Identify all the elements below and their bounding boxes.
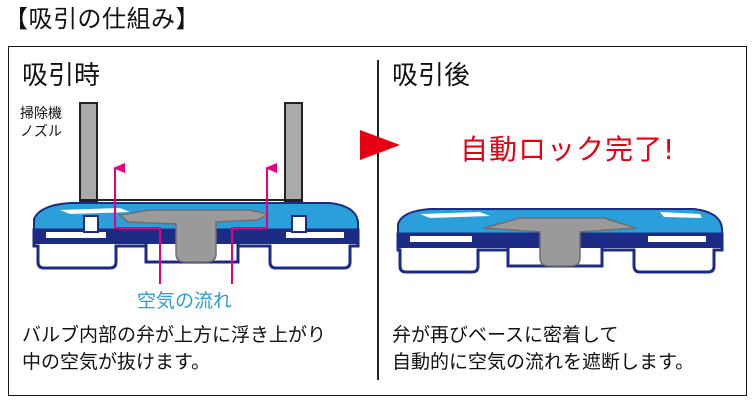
diagram-frame bbox=[8, 46, 747, 396]
right-description-line-2: 自動的に空気の流れを遮断します。 bbox=[392, 351, 695, 373]
air-flow-label: 空気の流れ bbox=[135, 286, 235, 313]
left-description-line-1: バルブ内部の弁が上方に浮き上がり bbox=[22, 324, 327, 346]
panel-divider bbox=[377, 60, 379, 380]
nozzle-label-line-2: ノズル bbox=[20, 124, 62, 140]
right-description-line-1: 弁が再びベースに密着して bbox=[392, 324, 619, 346]
air-flow-arrows bbox=[113, 163, 277, 284]
right-description: 弁が再びベースに密着して 自動的に空気の流れを遮断します。 bbox=[392, 322, 694, 376]
left-panel-heading: 吸引時 bbox=[22, 61, 101, 91]
page-title: 【吸引の仕組み】 bbox=[4, 5, 200, 33]
left-description: バルブ内部の弁が上方に浮き上がり 中の空気が抜けます。 bbox=[22, 322, 326, 376]
auto-lock-status: 自動ロック完了! bbox=[460, 133, 676, 166]
transition-arrow bbox=[360, 130, 400, 160]
valve-flap-right bbox=[483, 217, 637, 267]
nozzle-label-line-1: 掃除機 bbox=[20, 106, 62, 122]
vacuum-nozzle bbox=[79, 102, 303, 202]
right-panel-heading: 吸引後 bbox=[392, 61, 471, 91]
nozzle-label: 掃除機 ノズル bbox=[20, 105, 90, 141]
valve-flap-left bbox=[118, 209, 270, 263]
left-description-line-2: 中の空気が抜けます。 bbox=[22, 351, 211, 373]
